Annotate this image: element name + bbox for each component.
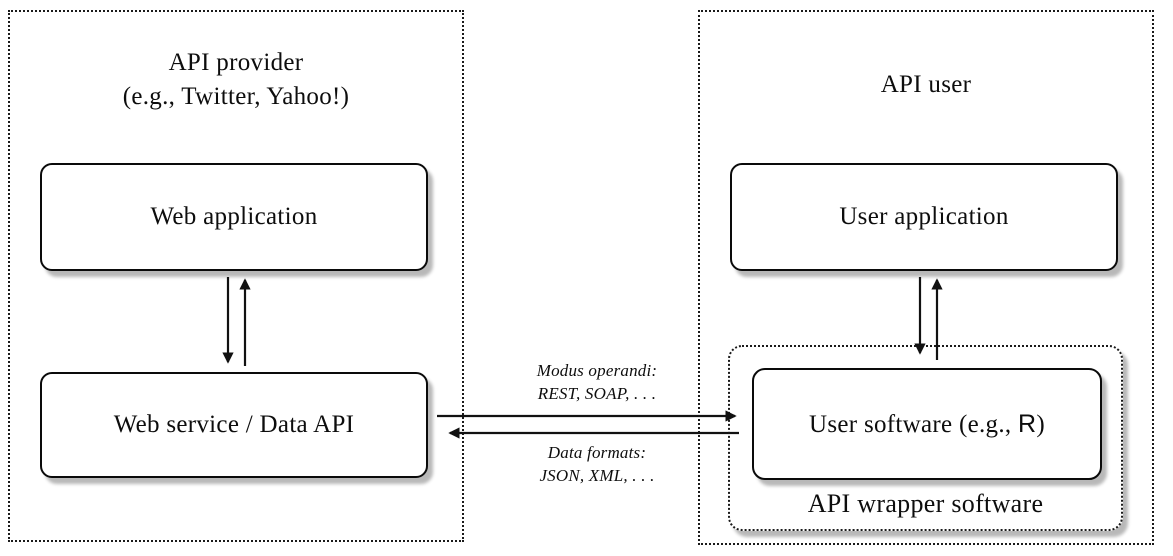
api-provider-region: API provider (e.g., Twitter, Yahoo!) [8, 10, 464, 542]
api-provider-title-line2: (e.g., Twitter, Yahoo!) [122, 83, 350, 110]
modus-operandi-values: REST, SOAP, . . . [537, 384, 657, 403]
user-software-label-suffix: ) [1036, 410, 1045, 438]
user-software-box: User software (e.g., R) [752, 368, 1102, 480]
user-software-label-prefix: User software (e.g., [809, 410, 1018, 438]
web-service-label: Web service / Data API [113, 411, 355, 438]
api-user-region: API user [698, 10, 1154, 545]
data-formats-label: Data formats: [547, 443, 647, 462]
data-formats-annotation: Data formats: JSON, XML, . . . [442, 441, 752, 487]
web-application-label: Web application [150, 203, 318, 230]
api-provider-title-line1: API provider [168, 49, 304, 76]
user-application-label: User application [839, 203, 1009, 230]
api-user-title: API user [880, 71, 972, 98]
modus-operandi-annotation: Modus operandi: REST, SOAP, . . . [442, 359, 752, 405]
user-application-box: User application [730, 163, 1118, 271]
user-software-label: User software (e.g., R) [809, 410, 1045, 439]
web-service-data-api-box: Web service / Data API [40, 372, 428, 478]
api-wrapper-software-label: API wrapper software [807, 489, 1044, 518]
api-wrapper-software-box: User software (e.g., R) API wrapper soft… [728, 345, 1123, 531]
modus-operandi-label: Modus operandi: [536, 361, 658, 380]
api-provider-title: API provider (e.g., Twitter, Yahoo!) [10, 46, 462, 114]
web-application-box: Web application [40, 163, 428, 271]
data-formats-values: JSON, XML, . . . [539, 466, 655, 485]
r-logo-letter: R [1018, 409, 1037, 438]
